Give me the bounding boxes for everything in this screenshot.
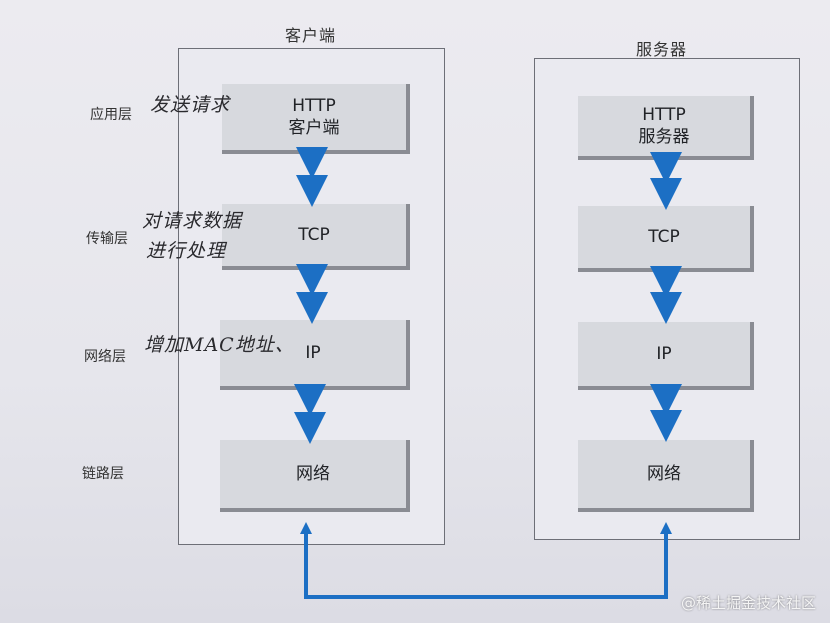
client-http-line1: HTTP — [292, 96, 336, 116]
server-network-label: 网络 — [647, 464, 681, 484]
note-process-data-line2: 进行处理 — [146, 240, 227, 262]
watermark: @稀土掘金技术社区 — [680, 594, 816, 612]
note-process-data-line1: 对请求数据 — [142, 210, 243, 232]
network-connection-line — [300, 522, 672, 599]
layer-label-network: 网络层 — [84, 349, 126, 365]
client-network-box: 网络 — [220, 440, 410, 512]
client-title: 客户端 — [285, 26, 337, 45]
server-ip-label: IP — [656, 344, 672, 364]
client-http-line2: 客户端 — [288, 118, 340, 138]
server-title: 服务器 — [636, 40, 688, 59]
layer-label-application: 应用层 — [90, 107, 132, 123]
server-http-line1: HTTP — [642, 105, 686, 125]
server-http-line2: 服务器 — [638, 127, 690, 147]
note-add-mac: 增加MAC地址、 — [144, 334, 295, 356]
note-send-request: 发送请求 — [150, 94, 231, 116]
layer-label-link: 链路层 — [82, 466, 124, 482]
server-network-box: 网络 — [578, 440, 754, 512]
client-tcp-label: TCP — [298, 225, 330, 245]
server-tcp-label: TCP — [648, 227, 680, 247]
server-tcp-box: TCP — [578, 206, 754, 272]
client-network-label: 网络 — [296, 464, 330, 484]
layer-label-transport: 传输层 — [86, 231, 128, 247]
client-ip-label: IP — [305, 343, 321, 363]
